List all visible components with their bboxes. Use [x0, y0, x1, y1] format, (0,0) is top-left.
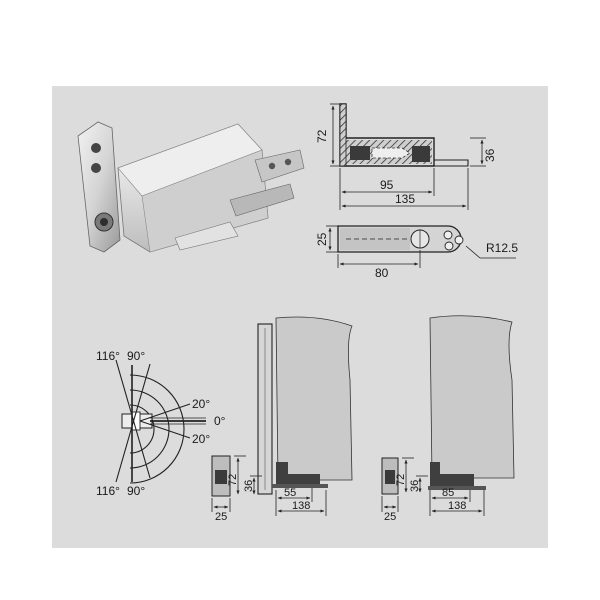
right-length-label: 138 — [448, 500, 466, 512]
plan-length-label: 80 — [375, 266, 389, 280]
swing-bottom-left-label: 116° — [96, 484, 120, 498]
section-total-length-label: 135 — [395, 192, 415, 206]
swing-top-left-label: 116° — [96, 349, 120, 363]
install-view-left: 72 36 25 55 138 — [211, 316, 353, 523]
left-length-label: 138 — [292, 500, 310, 512]
swing-upper-small-label: 20° — [192, 397, 210, 411]
swing-top-right-label: 90° — [127, 349, 145, 363]
plan-radius-label: R12.5 — [486, 241, 518, 255]
swing-bottom-right-label: 90° — [127, 484, 145, 498]
left-height-label: 72 — [227, 474, 239, 486]
swing-lower-small-label: 20° — [192, 432, 210, 446]
left-block-width-label: 25 — [215, 511, 227, 523]
right-height-label: 72 — [395, 474, 407, 486]
right-depth-label: 36 — [409, 480, 421, 492]
swing-center-label: 0° — [214, 414, 226, 428]
section-view: 72 36 95 135 — [315, 103, 497, 210]
plan-view: 25 80 R12.5 — [315, 225, 518, 280]
hinge-product-illustration — [77, 121, 305, 253]
right-offset-label: 85 — [442, 487, 454, 499]
section-inner-length-label: 95 — [380, 178, 394, 192]
install-view-right: 72 36 25 85 138 — [381, 315, 515, 523]
left-depth-label: 36 — [243, 480, 255, 492]
section-depth-label: 36 — [483, 148, 497, 162]
plan-width-label: 25 — [315, 232, 329, 246]
section-height-label: 72 — [315, 129, 329, 143]
right-block-width-label: 25 — [384, 511, 396, 523]
swing-angle-diagram: 116° 90° 20° 0° 20° 116° 90° — [96, 349, 226, 498]
left-offset-label: 55 — [284, 487, 296, 499]
